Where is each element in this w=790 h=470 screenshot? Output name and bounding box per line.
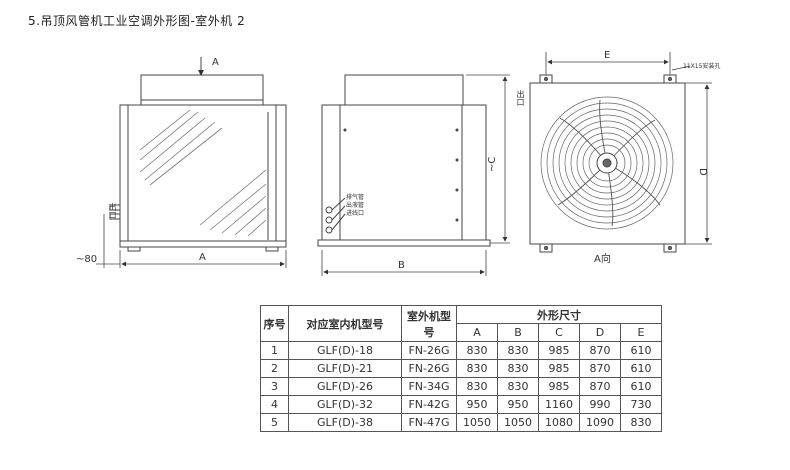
cell: 830 <box>456 341 498 360</box>
col-indoor-model: 对应室内机型号 <box>288 305 402 342</box>
dim-e-label: E <box>604 50 610 61</box>
table-header-row: 序号 对应室内机型号 室外机型号 外形尺寸 <box>260 305 662 342</box>
side-dimension-c <box>466 74 510 244</box>
coil-hatch <box>139 109 267 237</box>
cell: 730 <box>620 395 662 414</box>
fan-grille <box>540 96 674 230</box>
view-a-label: A向 <box>594 252 611 265</box>
cell: GLF(D)-21 <box>288 359 402 378</box>
dim-80-label: ~80 <box>76 254 97 265</box>
cell: 985 <box>538 341 580 360</box>
cell: 3 <box>260 377 289 396</box>
fan-view <box>529 74 686 253</box>
cell: 1 <box>260 341 289 360</box>
cell: 830 <box>620 413 662 432</box>
cell: 5 <box>260 413 289 432</box>
gas-pipe-label: 排气管 <box>346 193 364 201</box>
cell: 2 <box>260 359 289 378</box>
cell: 1080 <box>538 413 580 432</box>
cell: 610 <box>620 359 662 378</box>
cell: FN-26G <box>401 341 457 360</box>
cell: 4 <box>260 395 289 414</box>
cell: 1050 <box>497 413 539 432</box>
cell: 830 <box>497 341 539 360</box>
cell: 830 <box>497 377 539 396</box>
front-view <box>109 57 287 252</box>
cell: 1160 <box>538 395 580 414</box>
cell: 870 <box>579 359 621 378</box>
cell: 830 <box>456 359 498 378</box>
dim-c-label: ~C <box>487 157 498 172</box>
side-dimension-b <box>321 250 487 276</box>
cell: GLF(D)-26 <box>288 377 402 396</box>
cell: GLF(D)-32 <box>288 395 402 414</box>
col-dimensions: 外形尺寸 <box>456 305 662 324</box>
fan-view-port-label: 出口 <box>516 90 525 106</box>
col-c: C <box>538 323 580 342</box>
cell: 1090 <box>579 413 621 432</box>
dim-d-label: D <box>697 168 708 176</box>
cell: 830 <box>497 359 539 378</box>
cell: 870 <box>579 341 621 360</box>
mounting-hole-label: 11X15安装孔 <box>683 62 720 70</box>
col-b: B <box>497 323 539 342</box>
dim-b-label: B <box>398 260 405 271</box>
cell: 985 <box>538 359 580 378</box>
liquid-pipe-label: 出液管 <box>346 201 364 209</box>
col-a: A <box>456 323 498 342</box>
table-row: 3 GLF(D)-26 FN-34G 830 830 985 870 610 <box>260 377 662 396</box>
spec-table: 序号 对应室内机型号 室外机型号 外形尺寸 A B C D E 1 GLF(D)… <box>260 305 662 432</box>
cell: 950 <box>456 395 498 414</box>
cell: FN-34G <box>401 377 457 396</box>
cell: 610 <box>620 341 662 360</box>
page-title: 5.吊顶风管机工业空调外形图-室外机 2 <box>28 14 246 28</box>
cell: 985 <box>538 377 580 396</box>
cell: FN-26G <box>401 359 457 378</box>
fan-dimension-d <box>685 82 712 245</box>
cell: 990 <box>579 395 621 414</box>
cell: 1050 <box>456 413 498 432</box>
cell: 870 <box>579 377 621 396</box>
cell: 950 <box>497 395 539 414</box>
dim-a-label: A <box>199 252 206 263</box>
table-row: 4 GLF(D)-32 FN-42G 950 950 1160 990 730 <box>260 395 662 414</box>
front-view-a-label: A <box>212 57 219 68</box>
front-left-port-label: 出口 <box>108 203 117 219</box>
wire-inlet-label: 进线口 <box>346 209 364 217</box>
cell: GLF(D)-18 <box>288 341 402 360</box>
front-dimension-a <box>96 214 287 268</box>
table-row: 2 GLF(D)-21 FN-26G 830 830 985 870 610 <box>260 359 662 378</box>
cell: 830 <box>456 377 498 396</box>
cell: FN-42G <box>401 395 457 414</box>
cell: GLF(D)-38 <box>288 413 402 432</box>
cell: FN-47G <box>401 413 457 432</box>
col-no: 序号 <box>260 305 289 342</box>
table-row: 1 GLF(D)-18 FN-26G 830 830 985 870 610 <box>260 341 662 360</box>
table-row: 5 GLF(D)-38 FN-47G 1050 1050 1080 1090 8… <box>260 413 662 432</box>
col-d: D <box>579 323 621 342</box>
cell: 610 <box>620 377 662 396</box>
fan-dimension-e <box>545 52 691 75</box>
col-e: E <box>620 323 662 342</box>
col-outdoor-model: 室外机型号 <box>401 305 457 342</box>
side-view <box>317 74 491 247</box>
technical-drawing: A A ~80 排气管 出液管 进线口 <box>76 50 720 276</box>
